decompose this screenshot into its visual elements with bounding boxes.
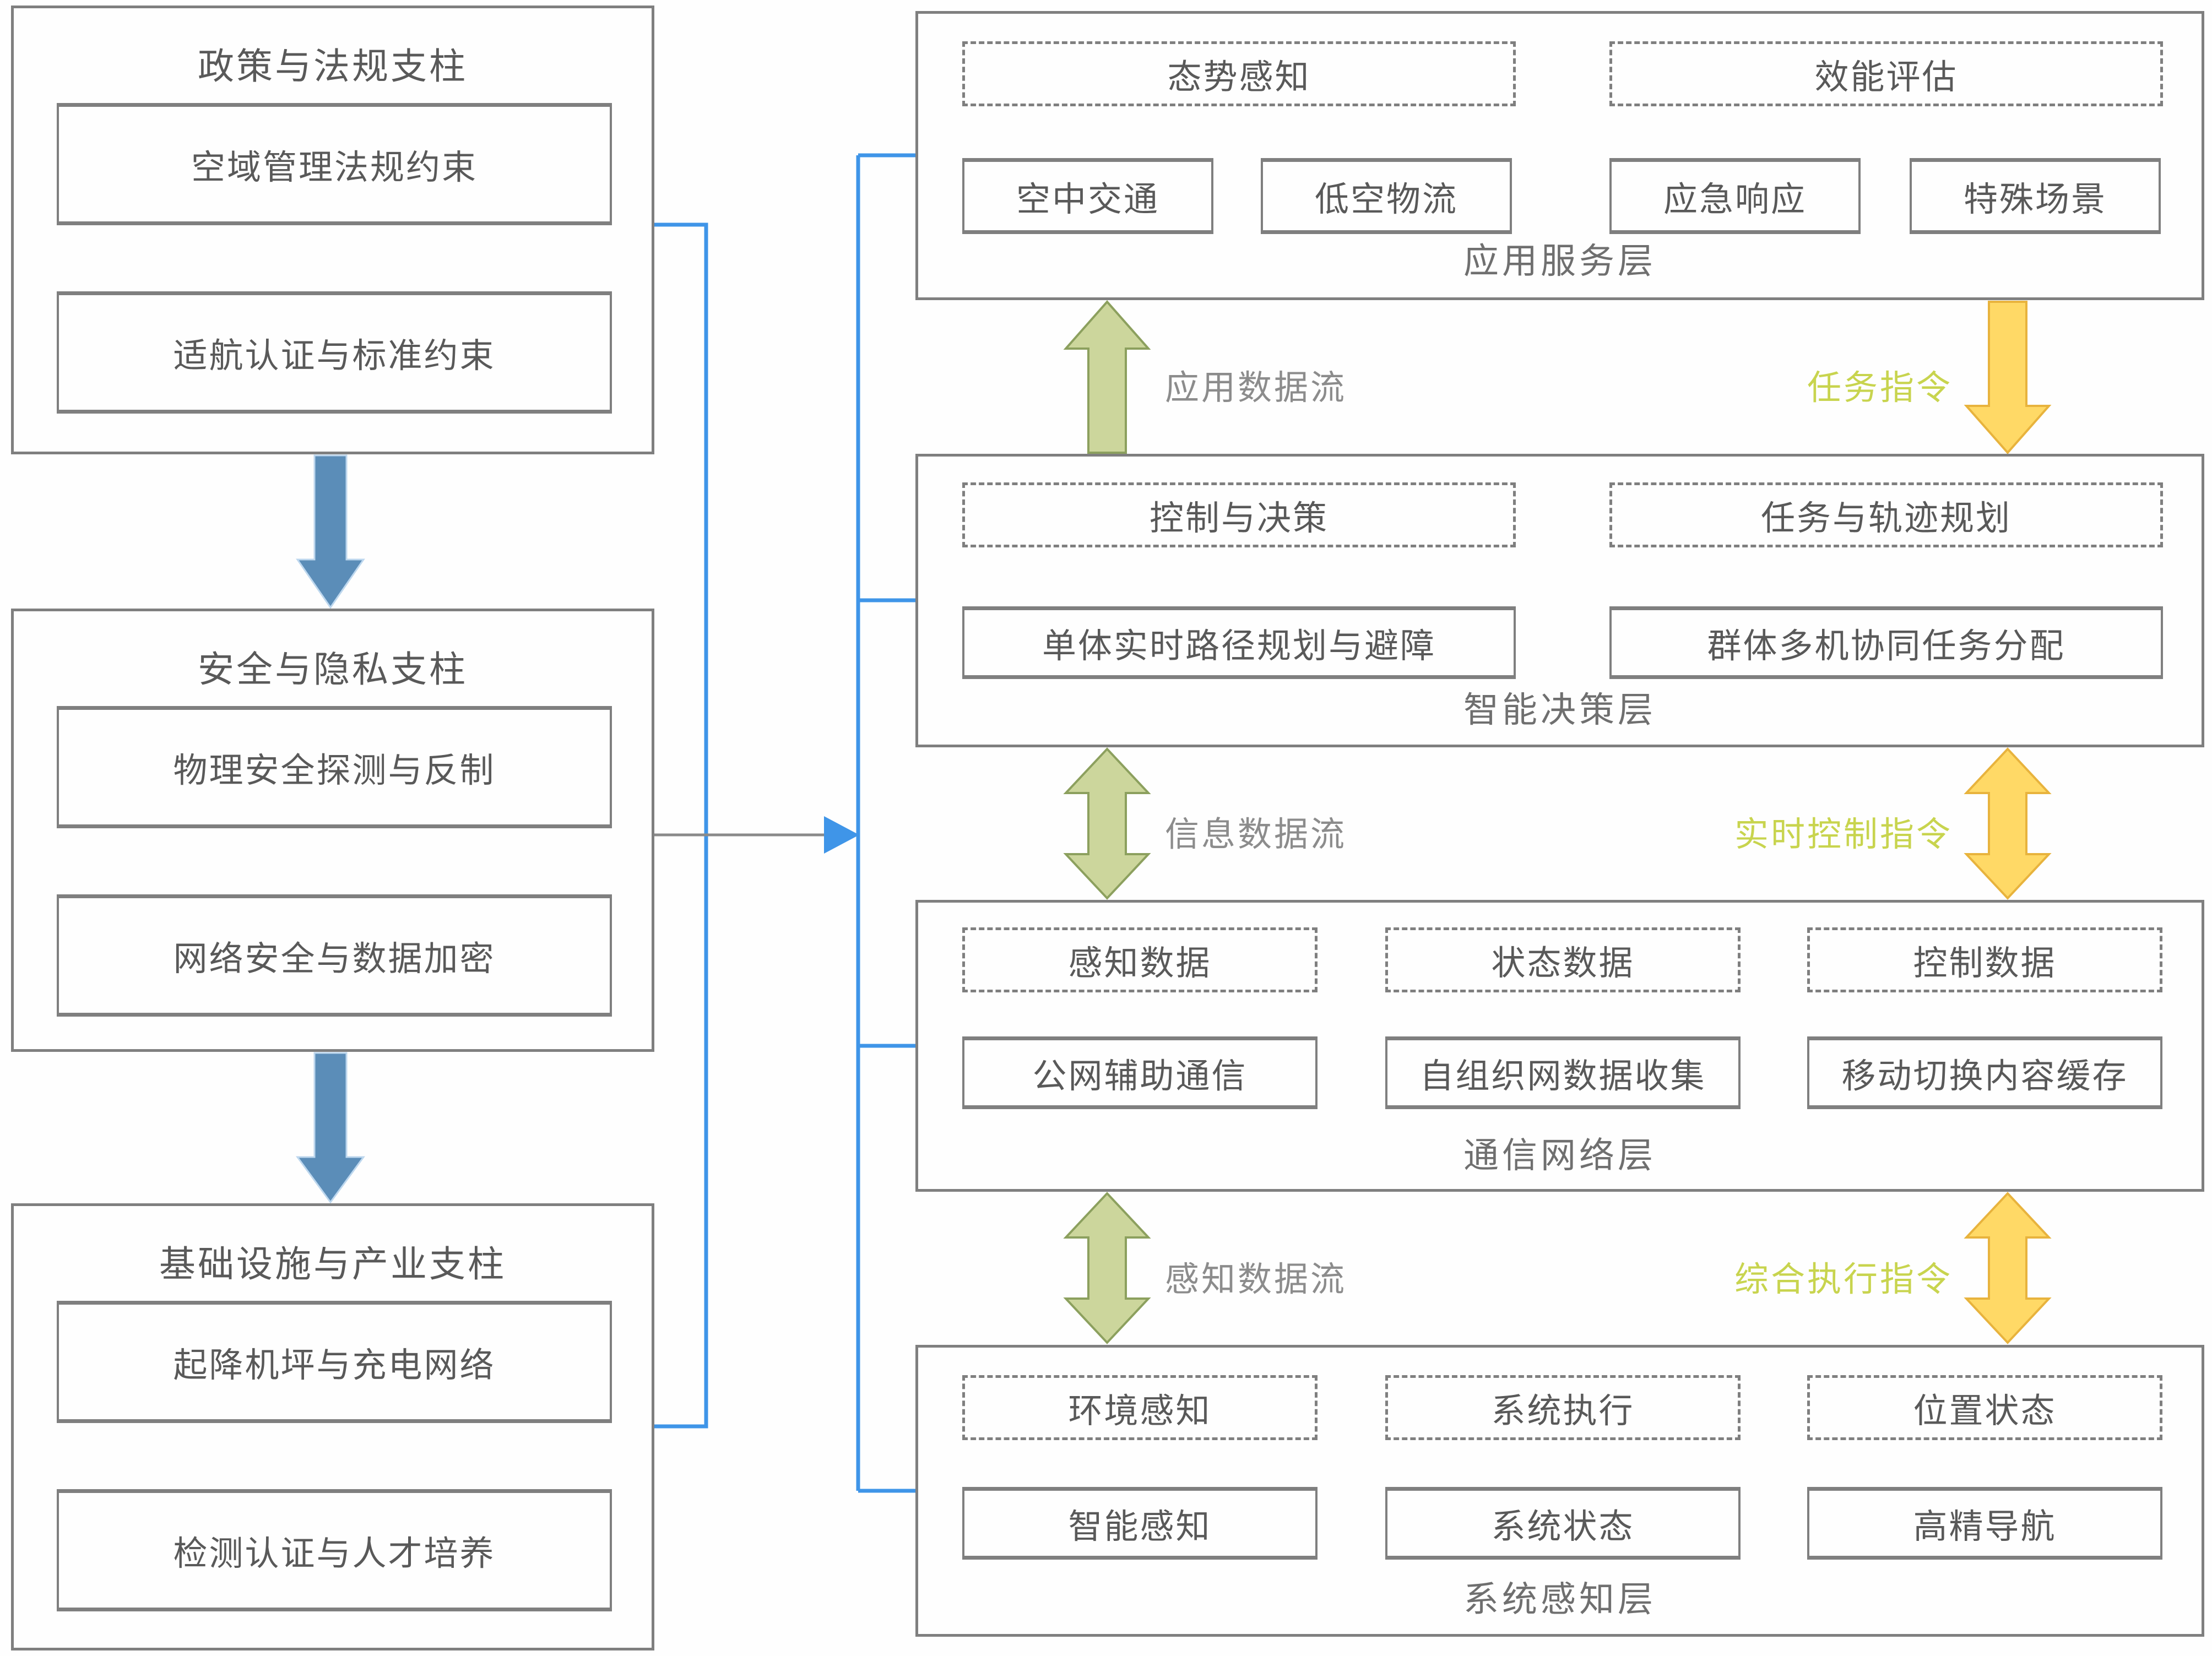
execution-command-double-arrow-icon xyxy=(1964,1192,2052,1344)
system-status-box: 系统状态 xyxy=(1385,1487,1741,1560)
landing-pad-charging-box: 起降机坪与充电网络 xyxy=(57,1301,612,1423)
perception-data-flow-double-arrow-icon xyxy=(1063,1192,1151,1344)
layer-label: 智能决策层 xyxy=(1463,690,1656,730)
layer-label: 系统感知层 xyxy=(1463,1579,1656,1619)
perception-data-box: 感知数据 xyxy=(962,927,1318,992)
network-security-box: 网络安全与数据加密 xyxy=(57,894,612,1017)
air-traffic-box: 空中交通 xyxy=(962,158,1213,234)
system-execution-box: 系统执行 xyxy=(1385,1375,1741,1440)
special-scenario-box: 特殊场景 xyxy=(1910,158,2161,234)
pillar-title: 安全与隐私支柱 xyxy=(198,649,468,689)
efficiency-evaluation-box: 效能评估 xyxy=(1609,41,2163,106)
layer-bracket-line xyxy=(856,153,917,1493)
status-data-box: 状态数据 xyxy=(1385,927,1741,992)
emergency-response-box: 应急响应 xyxy=(1609,158,1861,234)
situational-awareness-box: 态势感知 xyxy=(962,41,1516,106)
airworthiness-certification-box: 适航认证与标准约束 xyxy=(57,291,612,414)
task-command-down-arrow-icon xyxy=(1964,301,2052,455)
testing-talent-box: 检测认证与人才培养 xyxy=(57,1489,612,1611)
layer-label: 应用服务层 xyxy=(1463,241,1656,281)
environment-perception-box: 环境感知 xyxy=(962,1375,1318,1440)
flow-label-realtime-command: 实时控制指令 xyxy=(1734,816,1953,854)
flow-label-perception-data: 感知数据流 xyxy=(1165,1261,1347,1299)
public-network-comm-box: 公网辅助通信 xyxy=(962,1036,1318,1109)
realtime-command-double-arrow-icon xyxy=(1964,747,2052,900)
single-uav-path-planning-box: 单体实时路径规划与避障 xyxy=(962,606,1516,679)
flow-label-task-command: 任务指令 xyxy=(1807,369,1953,407)
multi-uav-task-allocation-box: 群体多机协同任务分配 xyxy=(1609,606,2163,679)
control-data-box: 控制数据 xyxy=(1807,927,2162,992)
flow-label-execution-command: 综合执行指令 xyxy=(1734,1261,1953,1299)
pillar-title: 基础设施与产业支柱 xyxy=(159,1244,506,1284)
control-decision-box: 控制与决策 xyxy=(962,482,1516,547)
layer-application-service: 态势感知 效能评估 空中交通 低空物流 应急响应 特殊场景 应用服务层 xyxy=(915,11,2204,300)
airspace-regulation-box: 空域管理法规约束 xyxy=(57,103,612,225)
low-altitude-logistics-box: 低空物流 xyxy=(1261,158,1512,234)
pillar-policy-regulation: 政策与法规支柱 空域管理法规约束 适航认证与标准约束 xyxy=(11,6,654,454)
pillar-bracket-line xyxy=(654,222,708,1429)
pillar-title: 政策与法规支柱 xyxy=(198,46,468,86)
layer-intelligent-decision: 控制与决策 任务与轨迹规划 单体实时路径规划与避障 群体多机协同任务分配 智能决… xyxy=(915,454,2204,747)
adhoc-network-collection-box: 自组织网数据收集 xyxy=(1385,1036,1741,1109)
flow-label-app-data: 应用数据流 xyxy=(1165,369,1347,407)
flow-label-info-data: 信息数据流 xyxy=(1165,816,1347,854)
layer-label: 通信网络层 xyxy=(1463,1136,1656,1175)
info-data-flow-double-arrow-icon xyxy=(1063,747,1151,900)
intelligent-perception-box: 智能感知 xyxy=(962,1487,1318,1560)
pillar-flow-arrow-1-icon xyxy=(296,454,365,609)
physical-security-box: 物理安全探测与反制 xyxy=(57,706,612,828)
layer-communication-network: 感知数据 状态数据 控制数据 公网辅助通信 自组织网数据收集 移动切换内容缓存 … xyxy=(915,900,2204,1192)
position-status-box: 位置状态 xyxy=(1807,1375,2162,1440)
mobile-handover-cache-box: 移动切换内容缓存 xyxy=(1807,1036,2162,1109)
layer-system-perception: 环境感知 系统执行 位置状态 智能感知 系统状态 高精导航 系统感知层 xyxy=(915,1345,2204,1637)
app-data-flow-up-arrow-icon xyxy=(1063,300,1151,454)
pillar-flow-arrow-2-icon xyxy=(296,1052,365,1204)
pillar-infrastructure-industry: 基础设施与产业支柱 起降机坪与充电网络 检测认证与人才培养 xyxy=(11,1203,654,1650)
pillar-security-privacy: 安全与隐私支柱 物理安全探测与反制 网络安全与数据加密 xyxy=(11,609,654,1052)
high-precision-nav-box: 高精导航 xyxy=(1807,1487,2162,1560)
task-trajectory-planning-box: 任务与轨迹规划 xyxy=(1609,482,2163,547)
pillar-to-layers-arrowhead-icon xyxy=(824,816,859,854)
